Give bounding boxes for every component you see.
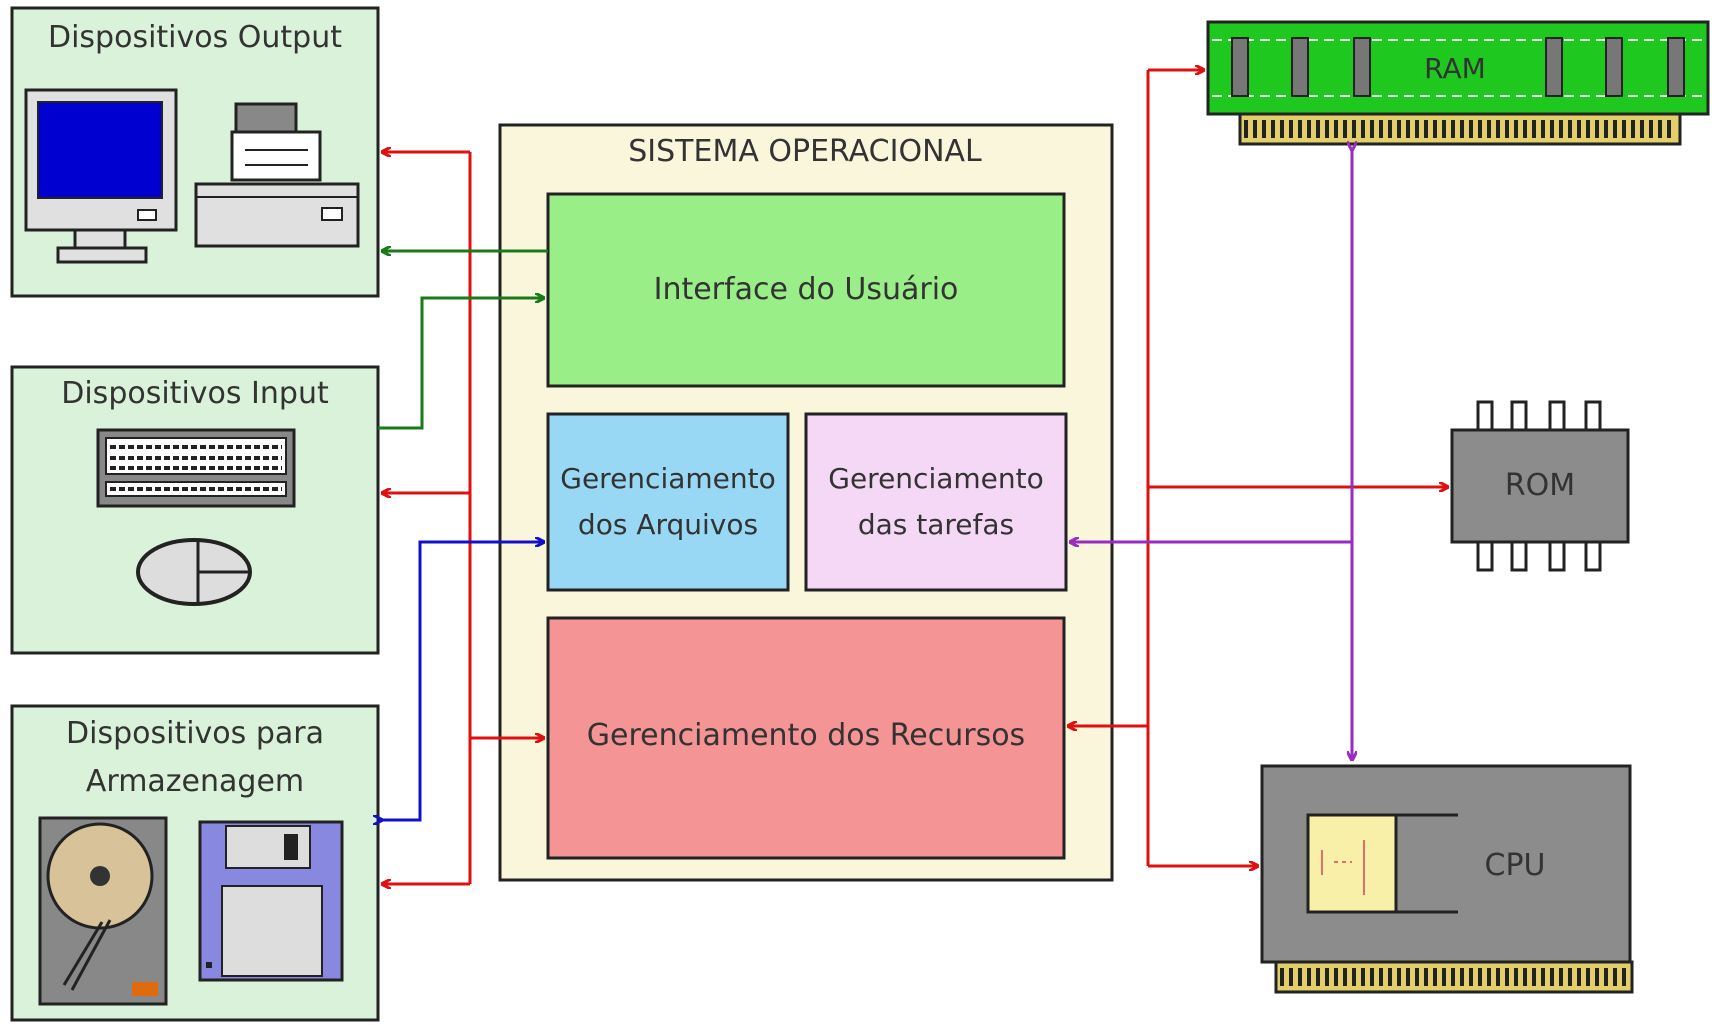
input-devices-title: Dispositivos Input [20,376,370,412]
storage-devices-title-line1: Dispositivos para [20,716,370,752]
resource-management-label: Gerenciamento dos Recursos [552,718,1060,754]
file-management-box [548,414,788,590]
task-management-label-line1: Gerenciamento [808,462,1064,496]
cpu-chip [1262,766,1632,992]
ram-label: RAM [1400,52,1510,86]
output-devices-title: Dispositivos Output [20,20,370,56]
task-management-box [806,414,1066,590]
file-management-label-line2: dos Arquivos [550,508,786,542]
hard-disk-icon [40,818,166,1004]
floppy-disk-icon [200,822,342,980]
storage-devices-title-line2: Armazenagem [20,764,370,800]
keyboard-icon [98,430,294,506]
rom-label: ROM [1460,468,1620,504]
file-management-label-line1: Gerenciamento [550,462,786,496]
cpu-label: CPU [1460,848,1570,884]
user-interface-label: Interface do Usuário [552,272,1060,308]
mouse-icon [138,540,250,604]
os-title: SISTEMA OPERACIONAL [540,134,1070,170]
task-management-label-line2: das tarefas [808,508,1064,542]
